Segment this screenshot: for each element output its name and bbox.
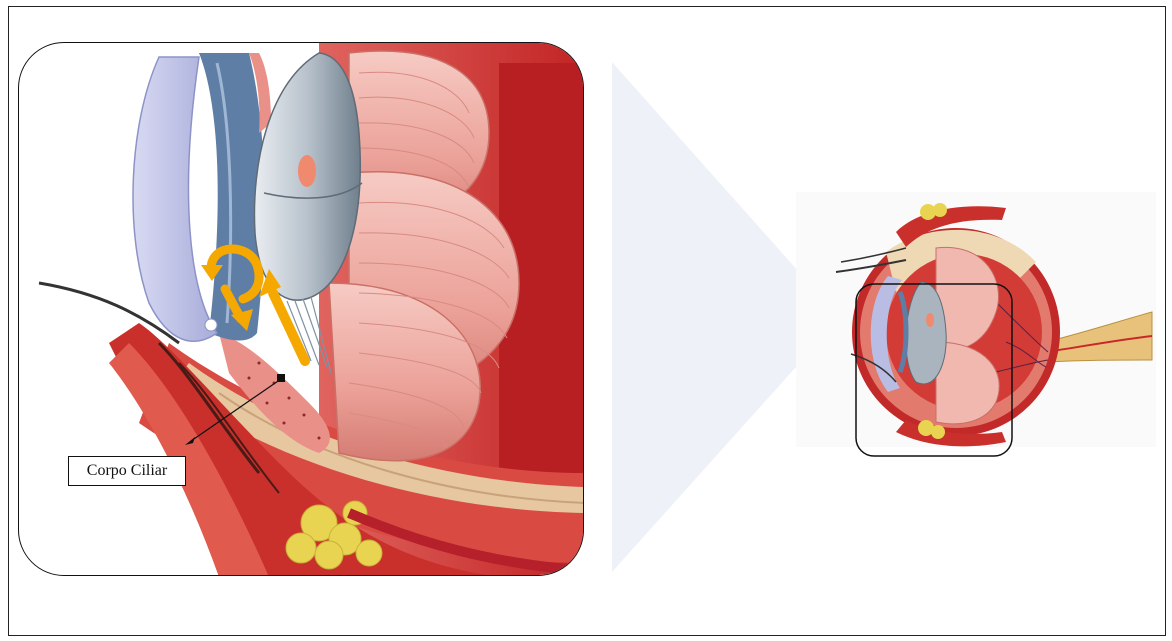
ciliary-body-label: Corpo Ciliar	[68, 456, 186, 486]
eye-overview-illustration	[796, 192, 1156, 462]
eye-detail-illustration	[19, 43, 584, 576]
zoom-detail-panel	[18, 42, 584, 576]
